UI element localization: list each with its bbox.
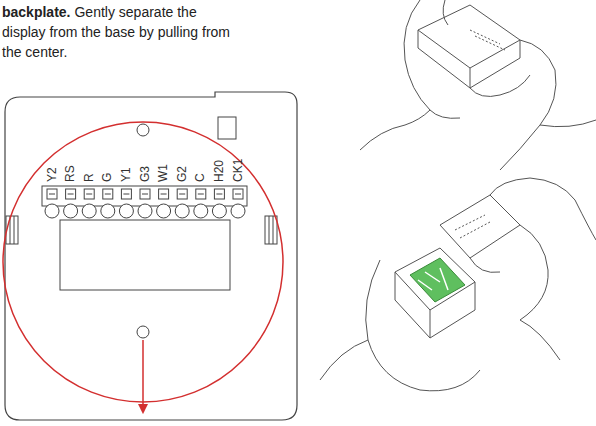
terminal-label: R (83, 173, 96, 182)
terminal-label: C (194, 173, 207, 182)
terminal-screw (45, 204, 59, 218)
hands-separating-display (320, 178, 596, 391)
terminal-screw (82, 204, 96, 218)
terminal-screw (175, 204, 189, 218)
terminal-clamp (140, 189, 150, 199)
terminal-slot (105, 194, 111, 195)
terminal-screw (101, 204, 115, 218)
terminal-screw (138, 204, 152, 218)
connector-recess (60, 220, 230, 290)
terminal-slot (161, 194, 167, 195)
terminal-screw (231, 204, 245, 218)
terminal-clamp (47, 189, 57, 199)
terminal-clamp (159, 189, 169, 199)
terminal-slot (123, 194, 129, 195)
terminal-slot (86, 194, 92, 195)
terminal-clamp (84, 189, 94, 199)
terminal-screw (157, 204, 171, 218)
terminal-label: CK1 (232, 159, 245, 182)
terminal-label: Y1 (120, 167, 133, 182)
terminal-clamp (121, 189, 131, 199)
terminal-slot (216, 194, 222, 195)
hands-holding-thermostat (360, 0, 596, 170)
terminal-slot (68, 194, 74, 195)
terminal-slot (235, 194, 241, 195)
terminal-slot (142, 194, 148, 195)
terminal-label: H20 (213, 160, 226, 182)
switch (218, 117, 236, 139)
terminal-label: RS (64, 165, 77, 182)
terminal-clamp (103, 189, 113, 199)
terminal-clamp (214, 189, 224, 199)
pull-arrow (142, 340, 144, 412)
terminal-label: W1 (157, 164, 170, 182)
terminal-slot (179, 194, 185, 195)
terminal-label: G (101, 173, 114, 182)
terminal-slot (49, 194, 55, 195)
mount-hole (137, 124, 149, 136)
terminal-screw (194, 204, 208, 218)
terminal-clamp (177, 189, 187, 199)
terminal-clamp (233, 189, 243, 199)
terminal-screw (212, 204, 226, 218)
terminal-label: G2 (176, 166, 189, 182)
mount-hole (137, 326, 149, 338)
terminal-block (42, 186, 247, 218)
terminal-label: G3 (139, 166, 152, 182)
bold-lead: backplate. (2, 4, 70, 20)
instruction-text: backplate.Gently separate the display fr… (2, 2, 238, 62)
terminal-clamp (196, 189, 206, 199)
base-plate (5, 92, 297, 420)
terminal-screw (64, 204, 78, 218)
terminal-clamp (66, 189, 76, 199)
terminal-slot (198, 194, 204, 195)
terminal-screw (119, 204, 133, 218)
terminal-label: Y2 (46, 167, 59, 182)
